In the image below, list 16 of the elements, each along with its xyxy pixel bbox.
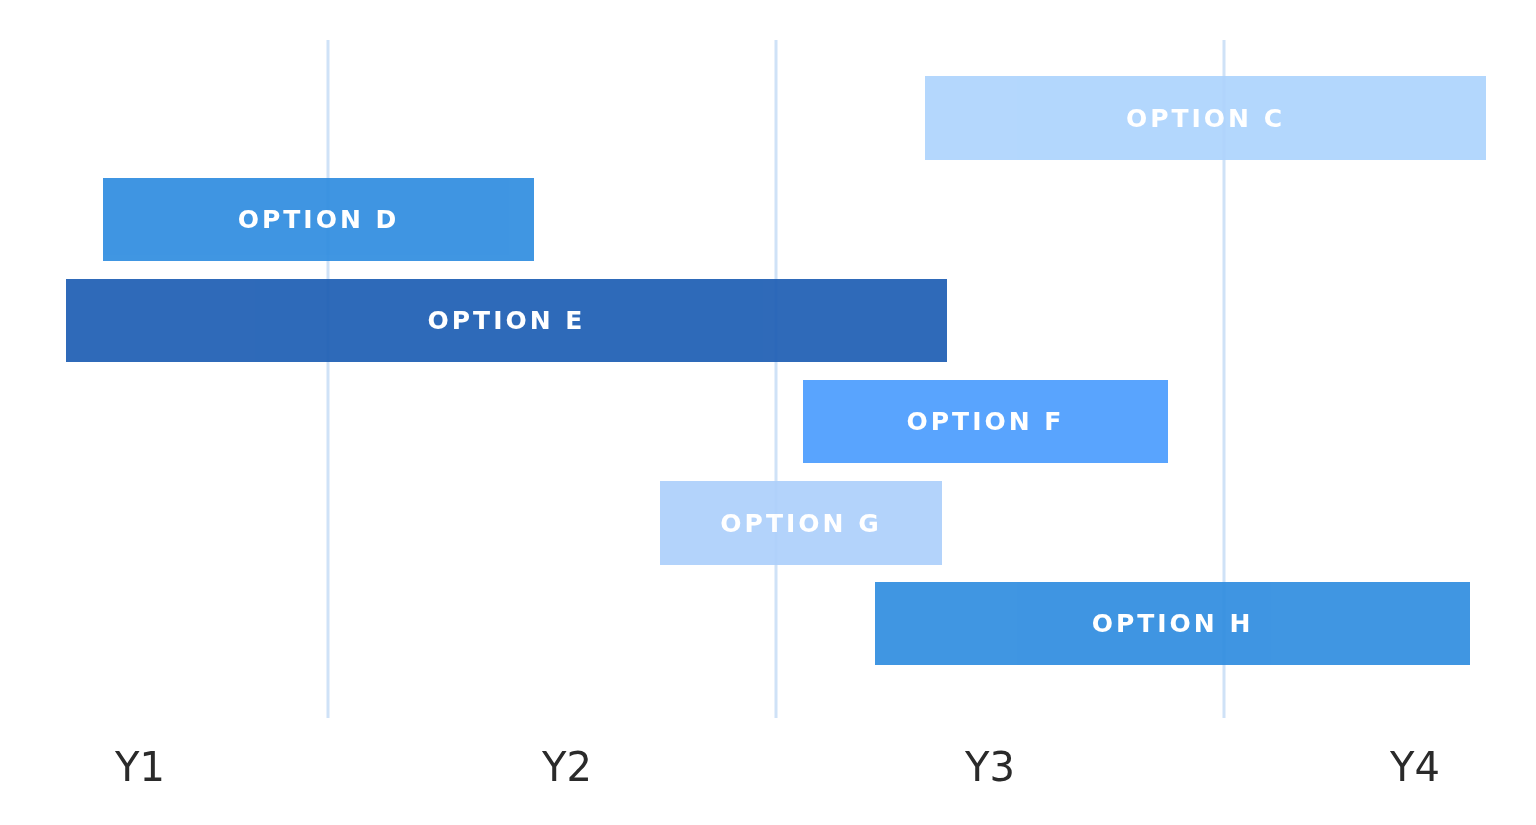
bar-label: OPTION F [906, 407, 1065, 436]
axis-label: Y1 [115, 744, 165, 790]
bar-label: OPTION E [427, 306, 586, 335]
timeline-bar [925, 76, 1486, 160]
axis-label: Y4 [1390, 744, 1440, 790]
bar-label: OPTION H [1091, 609, 1254, 638]
bar-label: OPTION D [237, 205, 400, 234]
axis-label: Y2 [542, 744, 592, 790]
timeline-bar [803, 380, 1168, 463]
timeline-bar [660, 481, 942, 565]
bar-label: OPTION G [720, 508, 882, 538]
timeline-bar [66, 279, 947, 362]
axis-label: Y3 [965, 744, 1015, 790]
timeline-bar [875, 582, 1470, 665]
bar-label: OPTION C [1125, 103, 1286, 133]
timeline-bar [103, 178, 534, 261]
